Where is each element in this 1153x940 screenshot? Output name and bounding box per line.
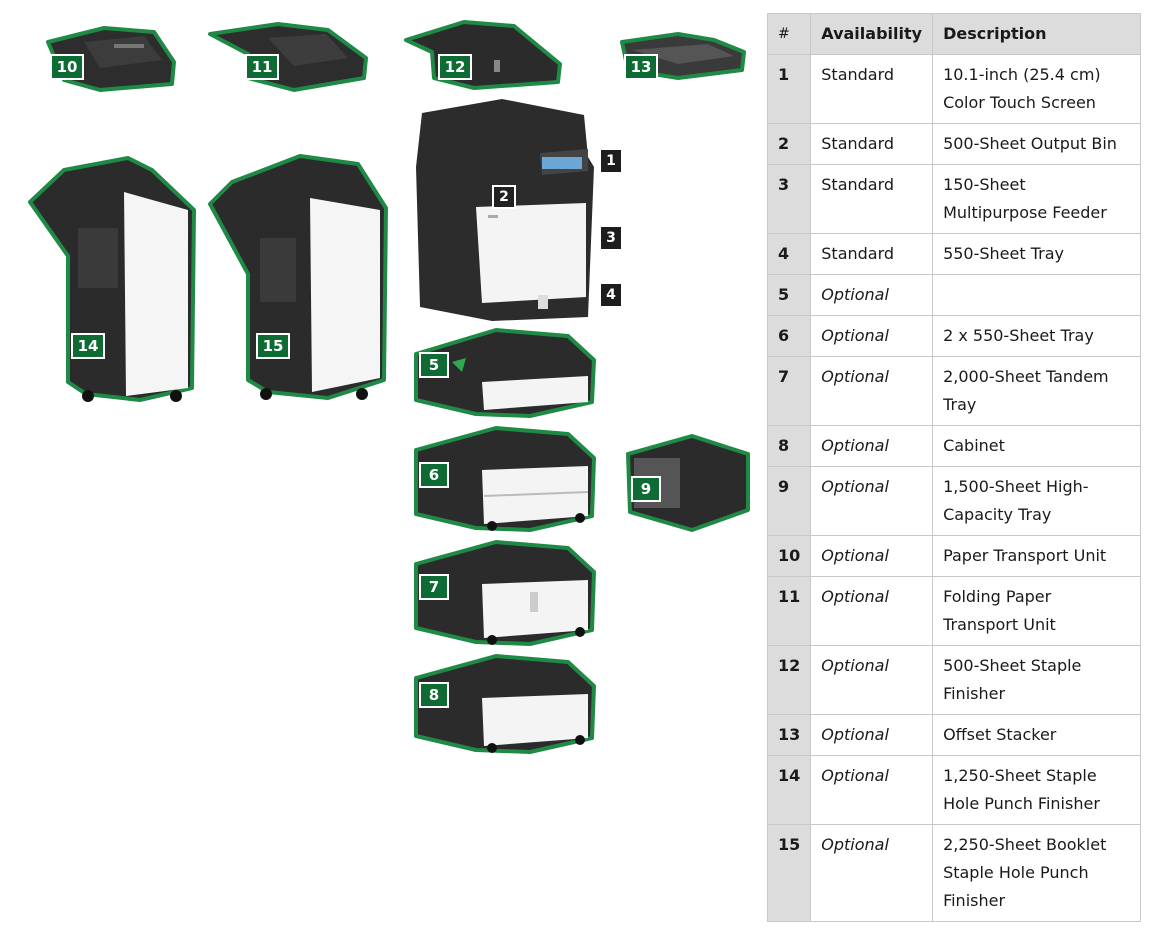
row-description: Offset Stacker bbox=[932, 714, 1141, 756]
row-number: 9 bbox=[766, 466, 812, 536]
row-availability: Standard bbox=[810, 123, 934, 165]
callout-14: 14 bbox=[71, 333, 105, 359]
header-description: Description bbox=[932, 13, 1141, 55]
row-description bbox=[932, 274, 1141, 316]
row-number: 4 bbox=[766, 233, 812, 275]
staple-hole-punch-finisher-image bbox=[28, 156, 196, 408]
row-availability: Optional bbox=[810, 576, 934, 646]
callout-4: 4 bbox=[601, 284, 621, 306]
row-availability: Optional bbox=[810, 274, 934, 316]
row-description: 1,500-Sheet High-Capacity Tray bbox=[932, 466, 1141, 536]
row-number: 11 bbox=[766, 576, 812, 646]
row-availability: Optional bbox=[810, 645, 934, 715]
folding-paper-transport-unit-image bbox=[208, 20, 368, 92]
cabinet-image bbox=[412, 652, 598, 754]
callout-15: 15 bbox=[256, 333, 290, 359]
row-number: 8 bbox=[766, 425, 812, 467]
optional-tray-5-image bbox=[412, 326, 598, 418]
booklet-finisher-image bbox=[208, 154, 388, 406]
row-description: 2,000-Sheet Tandem Tray bbox=[932, 356, 1141, 426]
row-availability: Optional bbox=[810, 714, 934, 756]
callout-9: 9 bbox=[631, 476, 661, 502]
row-number: 14 bbox=[766, 755, 812, 825]
row-description: 2,250-Sheet Booklet Staple Hole Punch Fi… bbox=[932, 824, 1141, 922]
row-description: Paper Transport Unit bbox=[932, 535, 1141, 577]
callout-11: 11 bbox=[245, 54, 279, 80]
row-number: 6 bbox=[766, 315, 812, 357]
callout-10: 10 bbox=[50, 54, 84, 80]
optional-tray-6-image bbox=[412, 424, 598, 532]
row-availability: Optional bbox=[810, 466, 934, 536]
row-availability: Standard bbox=[810, 233, 934, 275]
callout-2: 2 bbox=[492, 185, 516, 209]
callout-1: 1 bbox=[601, 150, 621, 172]
row-number: 15 bbox=[766, 824, 812, 922]
row-description: Folding Paper Transport Unit bbox=[932, 576, 1141, 646]
row-availability: Optional bbox=[810, 315, 934, 357]
staple-finisher-image bbox=[404, 18, 564, 90]
header-availability: Availability bbox=[810, 13, 934, 55]
callout-8: 8 bbox=[419, 682, 449, 708]
row-description: 10.1-inch (25.4 cm) Color Touch Screen bbox=[932, 54, 1141, 124]
tandem-tray-image bbox=[412, 538, 598, 646]
row-description: 1,250-Sheet Staple Hole Punch Finisher bbox=[932, 755, 1141, 825]
row-number: 10 bbox=[766, 535, 812, 577]
row-description: Cabinet bbox=[932, 425, 1141, 467]
row-number: 1 bbox=[766, 54, 812, 124]
row-number: 5 bbox=[766, 274, 812, 316]
row-number: 12 bbox=[766, 645, 812, 715]
row-availability: Standard bbox=[810, 164, 934, 234]
row-description: 500-Sheet Output Bin bbox=[932, 123, 1141, 165]
row-number: 2 bbox=[766, 123, 812, 165]
row-description: 2 x 550-Sheet Tray bbox=[932, 315, 1141, 357]
callout-3: 3 bbox=[601, 227, 621, 249]
header-number: # bbox=[766, 13, 812, 55]
row-description: 150-Sheet Multipurpose Feeder bbox=[932, 164, 1141, 234]
row-availability: Optional bbox=[810, 535, 934, 577]
row-number: 7 bbox=[766, 356, 812, 426]
row-availability: Optional bbox=[810, 755, 934, 825]
table-header-row: # Availability Description bbox=[766, 13, 1141, 55]
callout-7: 7 bbox=[419, 574, 449, 600]
callout-5: 5 bbox=[419, 352, 449, 378]
printer-main-unit-image bbox=[412, 97, 602, 323]
callout-12: 12 bbox=[438, 54, 472, 80]
row-availability: Standard bbox=[810, 54, 934, 124]
row-number: 13 bbox=[766, 714, 812, 756]
row-availability: Optional bbox=[810, 824, 934, 922]
row-description: 550-Sheet Tray bbox=[932, 233, 1141, 275]
callout-6: 6 bbox=[419, 462, 449, 488]
row-description: 500-Sheet Staple Finisher bbox=[932, 645, 1141, 715]
row-availability: Optional bbox=[810, 356, 934, 426]
row-availability: Optional bbox=[810, 425, 934, 467]
row-number: 3 bbox=[766, 164, 812, 234]
callout-13: 13 bbox=[624, 54, 658, 80]
printer-components-illustration: 10 11 12 13 14 bbox=[28, 18, 750, 754]
